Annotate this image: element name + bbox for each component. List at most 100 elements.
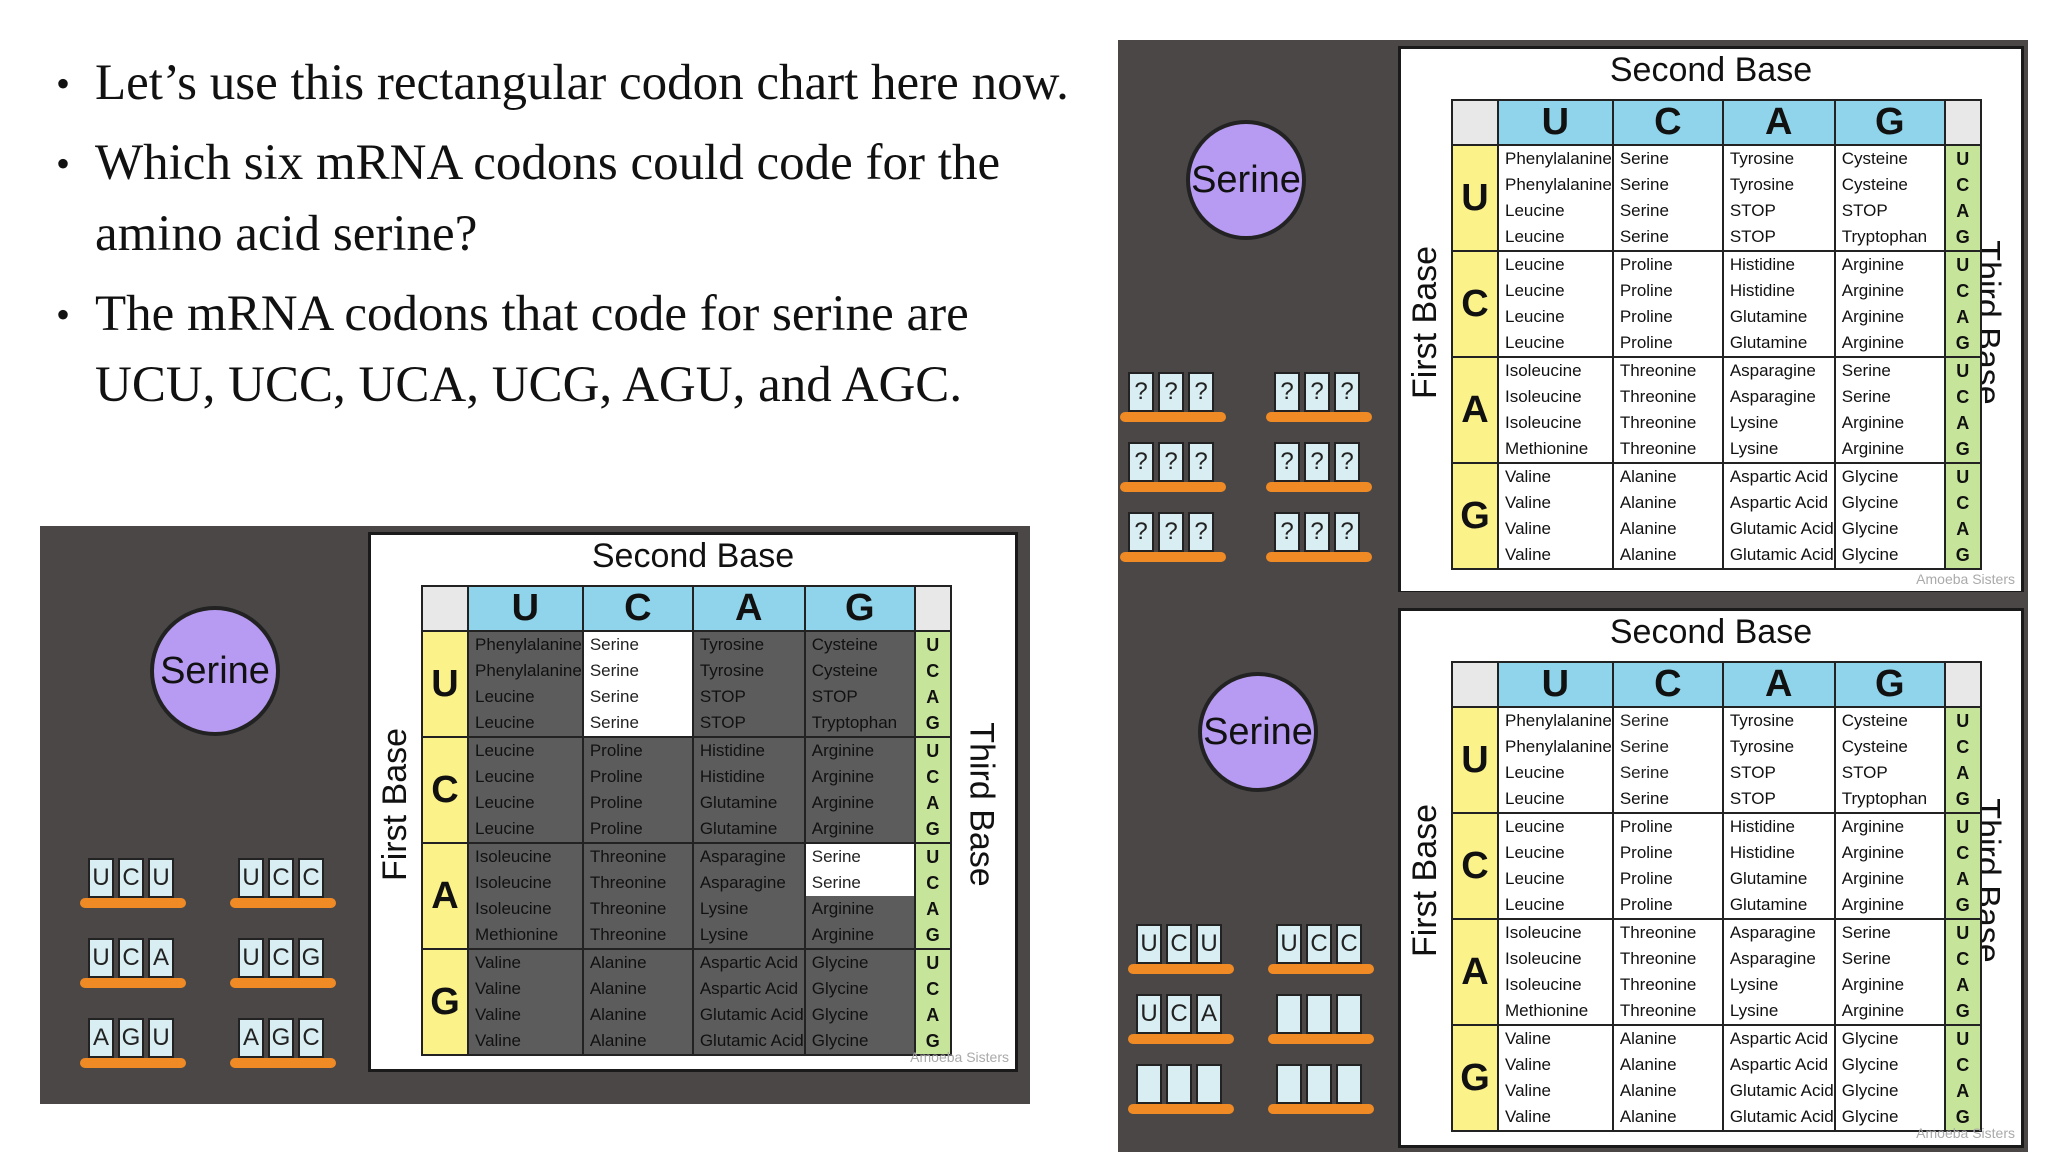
codon-shelf-bar <box>1128 1034 1234 1044</box>
amino-acid-name: Aspartic Acid <box>699 953 799 972</box>
codon-tile: U <box>148 1018 174 1058</box>
first-base-label: First Base <box>1406 803 1445 958</box>
amino-acid-name: Leucine <box>1505 255 1565 274</box>
watermark: Amoeba Sisters <box>1916 571 2015 587</box>
codon-tile: A <box>148 938 174 978</box>
amino-acid-name: Proline <box>1619 307 1673 326</box>
third-base-letter: G <box>925 819 940 839</box>
watermark: Amoeba Sisters <box>1916 1125 2015 1141</box>
third-base-letter: U <box>926 635 940 655</box>
codon-tile: C <box>1306 924 1332 964</box>
amino-acid-name: Leucine <box>475 767 535 786</box>
second-base-header: C <box>581 585 694 632</box>
amino-acid-name: Cysteine <box>811 661 878 680</box>
amino-acid-name: Serine <box>583 658 692 684</box>
amino-acid-name: Serine <box>583 710 692 736</box>
third-base-letter: C <box>926 873 940 893</box>
amino-acid-name: Leucine <box>1505 817 1565 836</box>
bullet-1: Let’s use this rectangular codon chart h… <box>50 48 1100 119</box>
first-base-cell: U <box>421 630 469 738</box>
amino-acid-name: Proline <box>1619 843 1673 862</box>
amino-acid-name: Arginine <box>811 741 875 760</box>
third-base-letter: U <box>926 847 940 867</box>
header-corner <box>1451 99 1499 146</box>
amino-acid-name: Phenylalanine <box>1505 175 1612 194</box>
amino-acid-name: Glycine <box>1841 493 1899 512</box>
codon-tile: A <box>1196 994 1222 1034</box>
codon-shelf-bar <box>1128 1104 1234 1114</box>
amino-acid-name: Arginine <box>1841 281 1905 300</box>
amino-acid-name: STOP <box>1729 763 1776 782</box>
amino-acid-name: Glutamic Acid <box>1729 1081 1834 1100</box>
amino-acid-name: Glutamine <box>1729 307 1808 326</box>
amino-acid-name: Leucine <box>475 741 535 760</box>
amino-acid-name: Glycine <box>811 953 869 972</box>
amino-acid-name: Asparagine <box>1729 387 1816 406</box>
codon-shelf: ??? <box>1120 440 1226 492</box>
amino-acid-name: Serine <box>805 844 914 870</box>
serine-bubble: Serine <box>1198 672 1318 792</box>
codon-tiles <box>1276 994 1362 1034</box>
first-base-cell: C <box>421 736 469 844</box>
codon-tiles <box>1276 1064 1362 1104</box>
first-base-cell: A <box>1451 356 1499 464</box>
third-base-letter: A <box>926 793 940 813</box>
amino-acid-name: Histidine <box>1729 255 1796 274</box>
amino-acid-name: Proline <box>1619 281 1673 300</box>
codon-tile: ? <box>1304 442 1330 482</box>
amino-acid-name: Isoleucine <box>1505 413 1582 432</box>
header-corner <box>1943 661 1982 708</box>
amino-acid-name: Isoleucine <box>475 873 552 892</box>
amino-acid-name: Leucine <box>475 819 535 838</box>
codon-shelf-bar <box>1120 482 1226 492</box>
amino-acid-name: Arginine <box>1841 413 1905 432</box>
amino-acid-name: Arginine <box>1841 1001 1905 1020</box>
amino-acid-name: Serine <box>1613 760 1722 786</box>
header-corner <box>1943 99 1982 146</box>
amino-acid-name: Arginine <box>811 925 875 944</box>
amino-acid-name: STOP <box>811 687 858 706</box>
amino-acid-name: Serine <box>1841 923 1891 942</box>
amino-acid-name: Proline <box>589 793 643 812</box>
amino-acid-name: Tryptophan <box>811 713 898 732</box>
second-base-header: G <box>1833 661 1946 708</box>
amino-acid-name: Threonine <box>589 925 667 944</box>
codon-shelf: ??? <box>1266 370 1372 422</box>
amino-acid-name: Proline <box>589 741 643 760</box>
amino-acid-name: Proline <box>1619 869 1673 888</box>
amino-acid-name: Leucine <box>1505 333 1565 352</box>
amino-acid-name: Histidine <box>1729 817 1796 836</box>
amino-acid-name: Asparagine <box>1729 949 1816 968</box>
amino-acid-name: Threonine <box>589 899 667 918</box>
amino-acid-name: Aspartic Acid <box>1729 493 1829 512</box>
amino-acid-name: Glutamic Acid <box>1729 545 1834 564</box>
amino-acid-name: Leucine <box>1505 869 1565 888</box>
amino-acid-name: Lysine <box>699 925 749 944</box>
amino-acid-name: Threonine <box>1619 1001 1697 1020</box>
amino-acid-name: Isoleucine <box>1505 387 1582 406</box>
amino-acid-name: Arginine <box>1841 975 1905 994</box>
amino-acid-name: Serine <box>1619 149 1669 168</box>
codon-tile: ? <box>1188 442 1214 482</box>
third-base-letter: U <box>1956 467 1970 487</box>
codon-tile: ? <box>1334 512 1360 552</box>
third-base-label: Third Base <box>962 722 1001 887</box>
codon-tile: C <box>298 1018 324 1058</box>
amino-acid-name: Arginine <box>1841 333 1905 352</box>
amino-acid-name: Glycine <box>1841 1081 1899 1100</box>
third-base-letter: G <box>925 925 940 945</box>
